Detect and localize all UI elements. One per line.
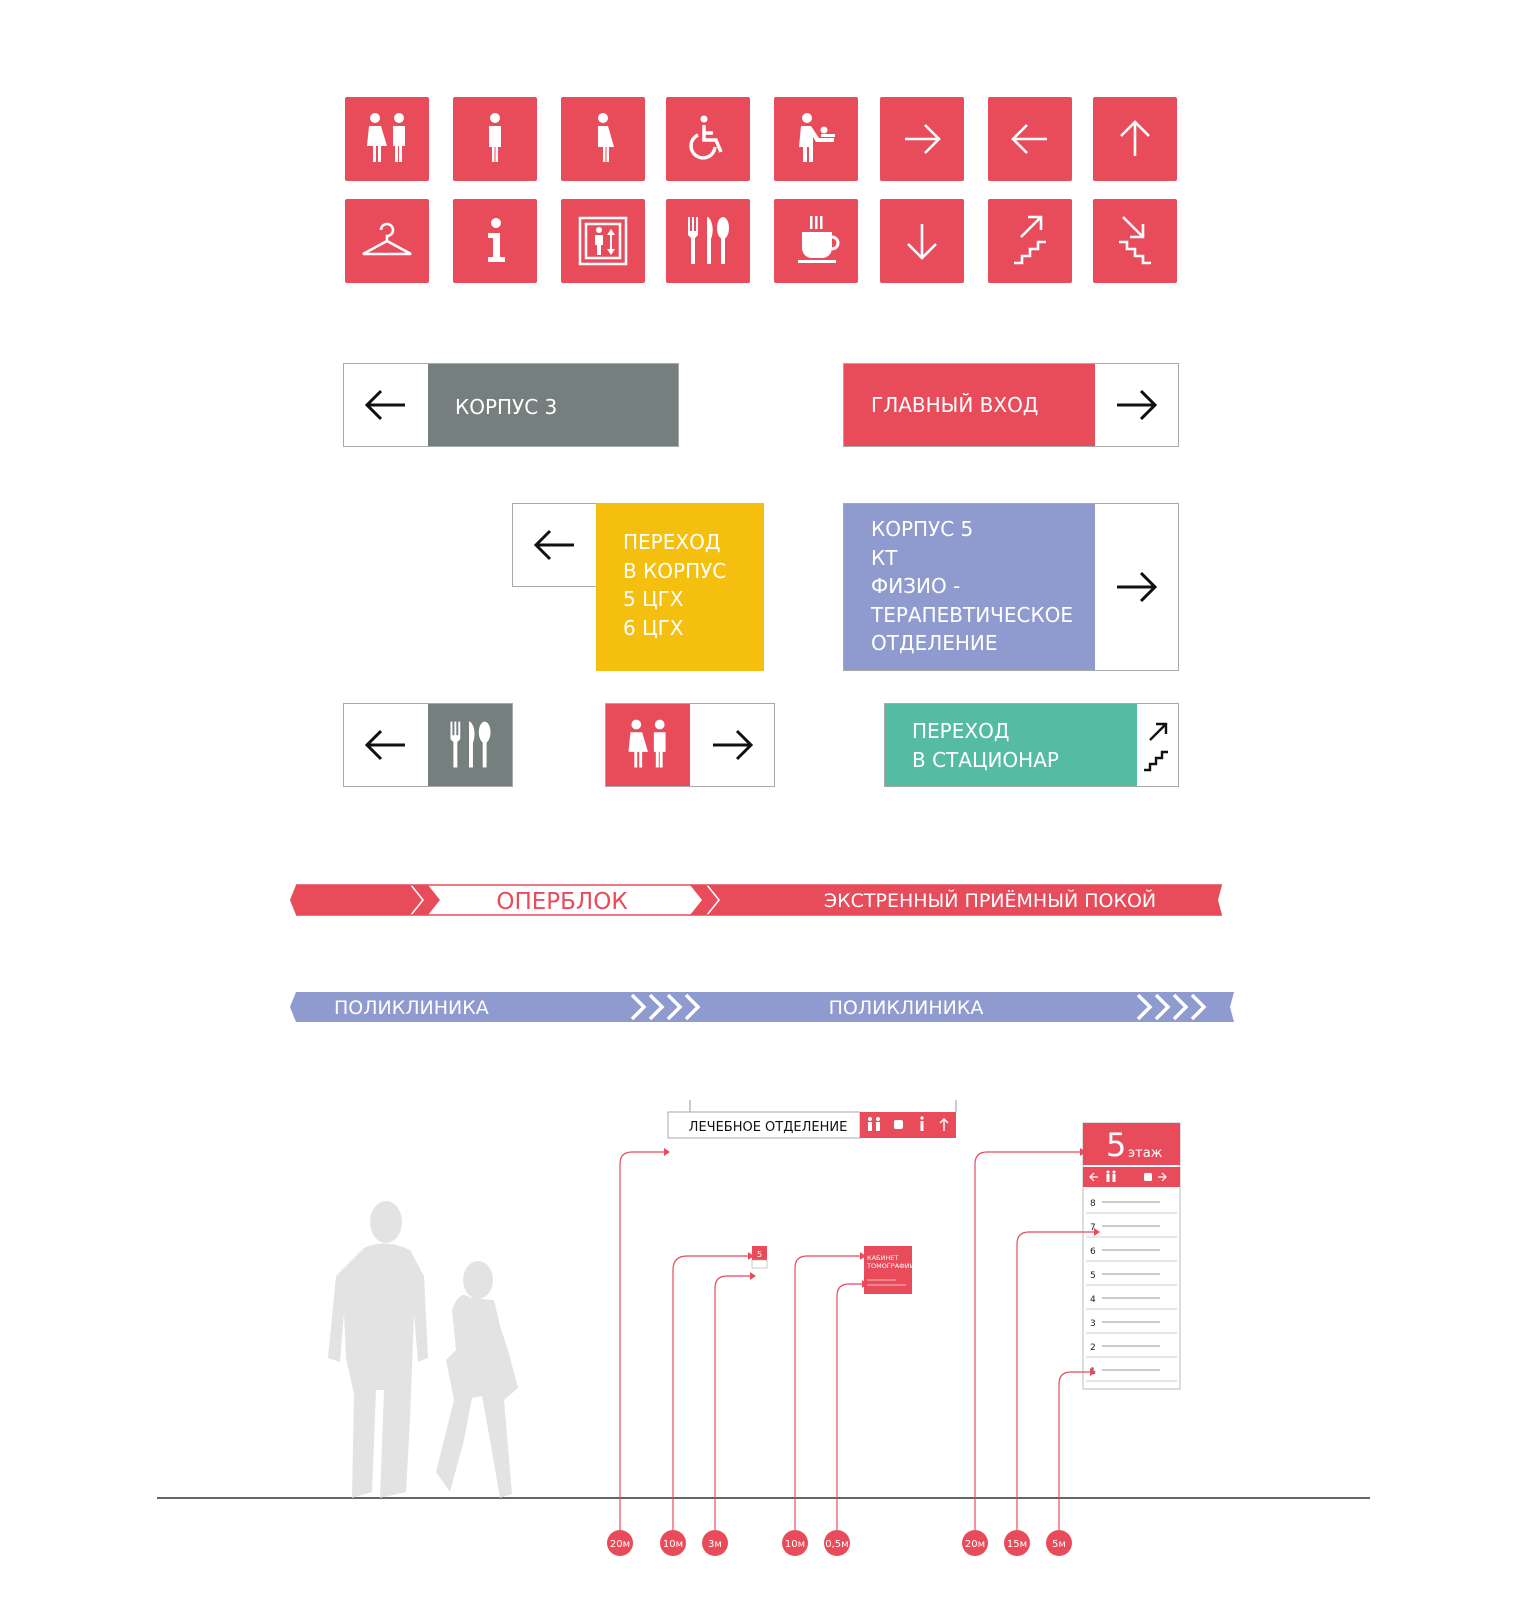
arrow-right-icon bbox=[692, 704, 774, 786]
stripe-poliklinika-right-label: ПОЛИКЛИНИКА bbox=[829, 997, 984, 1019]
ceiling-sign: ЛЕЧЕБНОЕ ОТДЕЛЕНИЕ bbox=[667, 1111, 956, 1139]
sign-text-line: 5 ЦГХ bbox=[623, 587, 684, 611]
female-toilet-icon bbox=[561, 97, 645, 181]
distance-badge bbox=[782, 1530, 808, 1556]
sign-perehod-arrow-box bbox=[512, 503, 598, 587]
distance-badge-label: 3м bbox=[708, 1539, 722, 1550]
distance-badge-label: 10м bbox=[663, 1539, 683, 1550]
distance-badges: 20м 10м 3м 10м 0,5м 20м 15м 5м bbox=[607, 1530, 1072, 1556]
arrow-left-icon bbox=[513, 504, 595, 586]
floor-row-number: 3 bbox=[1090, 1319, 1096, 1329]
sign-text-line: ПЕРЕХОД bbox=[912, 719, 1010, 743]
stripe-poliklinika-left-label: ПОЛИКЛИНИКА bbox=[334, 997, 489, 1019]
distance-badge bbox=[824, 1530, 850, 1556]
sign-korpus-5: КОРПУС 5 КТ ФИЗИО - ТЕРАПЕВТИЧЕСКОЕ ОТДЕ… bbox=[843, 503, 1179, 671]
stairs-up-icon bbox=[1136, 704, 1178, 786]
sign-text-line: КТ bbox=[871, 545, 898, 570]
stairs-down-icon bbox=[1093, 199, 1177, 283]
distance-badge bbox=[1004, 1530, 1030, 1556]
sign-text-line: ПЕРЕХОД bbox=[623, 530, 721, 554]
distance-badge-label: 0,5м bbox=[825, 1539, 848, 1550]
floor-row-number: 7 bbox=[1090, 1223, 1096, 1233]
sign-toilets bbox=[605, 703, 775, 787]
room-sign-line2: ТОМОГРАФИИ bbox=[866, 1262, 915, 1270]
man-silhouette bbox=[328, 1201, 428, 1498]
floor-board-number: 5 bbox=[1106, 1126, 1126, 1164]
arrow-up-icon bbox=[1093, 97, 1177, 181]
male-toilet-icon bbox=[453, 97, 537, 181]
coat-hanger-icon bbox=[345, 199, 429, 283]
floor-row-number: 5 bbox=[1090, 1271, 1096, 1281]
floor-row-number: 2 bbox=[1090, 1343, 1096, 1353]
door-plate-number: 5 bbox=[757, 1250, 762, 1259]
floor-directory-board: 5 этаж 87654321 bbox=[1082, 1122, 1181, 1390]
room-sign: КАБИНЕТ ТОМОГРАФИИ bbox=[864, 1246, 915, 1294]
sign-korpus-3-label: КОРПУС 3 bbox=[455, 395, 558, 419]
sign-cafe bbox=[343, 703, 513, 787]
distance-badge bbox=[1046, 1530, 1072, 1556]
distance-badge-label: 5м bbox=[1052, 1539, 1066, 1550]
baby-changing-icon bbox=[774, 97, 858, 181]
distance-badge-label: 10м bbox=[785, 1539, 805, 1550]
sign-text-line: ФИЗИО - bbox=[871, 574, 961, 598]
arrow-down-icon bbox=[880, 199, 964, 283]
dimension-leaders bbox=[619, 1151, 1094, 1530]
arrow-right-icon bbox=[1096, 504, 1178, 670]
sign-text-line: КОРПУС 5 bbox=[871, 517, 974, 541]
distance-badge-label: 20м bbox=[610, 1539, 630, 1550]
sign-main-entrance: ГЛАВНЫЙ ВХОД bbox=[843, 363, 1179, 447]
door-plate: 5 bbox=[751, 1246, 768, 1269]
floor-board-word: этаж bbox=[1128, 1146, 1163, 1161]
cutlery-icon bbox=[428, 704, 512, 786]
sign-main-entrance-label: ГЛАВНЫЙ ВХОД bbox=[871, 393, 1039, 417]
arrow-right-icon bbox=[880, 97, 964, 181]
sign-perehod-stacionar: ПЕРЕХОД В СТАЦИОНАР bbox=[884, 703, 1179, 787]
sign-placement-diagram: ЛЕЧЕБНОЕ ОТДЕЛЕНИЕ 5 КАБИНЕТ ТОМОГРАФИИ … bbox=[157, 1100, 1370, 1556]
information-icon bbox=[453, 199, 537, 283]
cutlery-icon bbox=[666, 199, 750, 283]
sign-korpus-3: КОРПУС 3 bbox=[343, 363, 679, 447]
elevator-icon bbox=[561, 199, 645, 283]
arrow-left-icon bbox=[988, 97, 1072, 181]
floor-row-number: 6 bbox=[1090, 1247, 1096, 1257]
sign-perehod-korpus: ПЕРЕХОД В КОРПУС 5 ЦГХ 6 ЦГХ bbox=[596, 503, 764, 671]
distance-badge bbox=[607, 1530, 633, 1556]
blue-floor-stripe: ПОЛИКЛИНИКА ПОЛИКЛИНИКА bbox=[290, 992, 1234, 1022]
distance-badge bbox=[962, 1530, 988, 1556]
ceiling-sign-label: ЛЕЧЕБНОЕ ОТДЕЛЕНИЕ bbox=[689, 1120, 848, 1135]
woman-silhouette bbox=[436, 1261, 518, 1498]
floor-row-number: 4 bbox=[1090, 1295, 1096, 1305]
stripe-emergency-label: ЭКСТРЕННЫЙ ПРИЁМНЫЙ ПОКОЙ bbox=[824, 889, 1156, 912]
arrow-left-icon bbox=[344, 364, 426, 446]
distance-badge-label: 15м bbox=[1007, 1539, 1027, 1550]
stairs-up-icon bbox=[988, 199, 1072, 283]
toilets-icon bbox=[345, 97, 429, 181]
distance-badge-label: 20м bbox=[965, 1539, 985, 1550]
room-sign-line1: КАБИНЕТ bbox=[867, 1254, 898, 1262]
coffee-cup-icon bbox=[774, 199, 858, 283]
sign-text-line: ОТДЕЛЕНИЕ bbox=[871, 631, 998, 655]
floor-row-number: 8 bbox=[1090, 1199, 1096, 1209]
toilets-icon bbox=[606, 704, 690, 786]
arrow-right-icon bbox=[1096, 364, 1178, 446]
sign-text-line: 6 ЦГХ bbox=[623, 615, 684, 640]
arrow-left-icon bbox=[344, 704, 426, 786]
sign-text-line: В СТАЦИОНАР bbox=[912, 747, 1059, 772]
distance-badge bbox=[702, 1530, 728, 1556]
sign-text-line: ТЕРАПЕВТИЧЕСКОЕ bbox=[871, 602, 1074, 627]
sign-text-line: В КОРПУС bbox=[623, 558, 727, 583]
stripe-operblok-label: ОПЕРБЛОК bbox=[496, 889, 627, 915]
distance-badge bbox=[660, 1530, 686, 1556]
wheelchair-icon bbox=[666, 97, 750, 181]
red-floor-stripe: ОПЕРБЛОК ЭКСТРЕННЫЙ ПРИЁМНЫЙ ПОКОЙ bbox=[290, 884, 1222, 916]
